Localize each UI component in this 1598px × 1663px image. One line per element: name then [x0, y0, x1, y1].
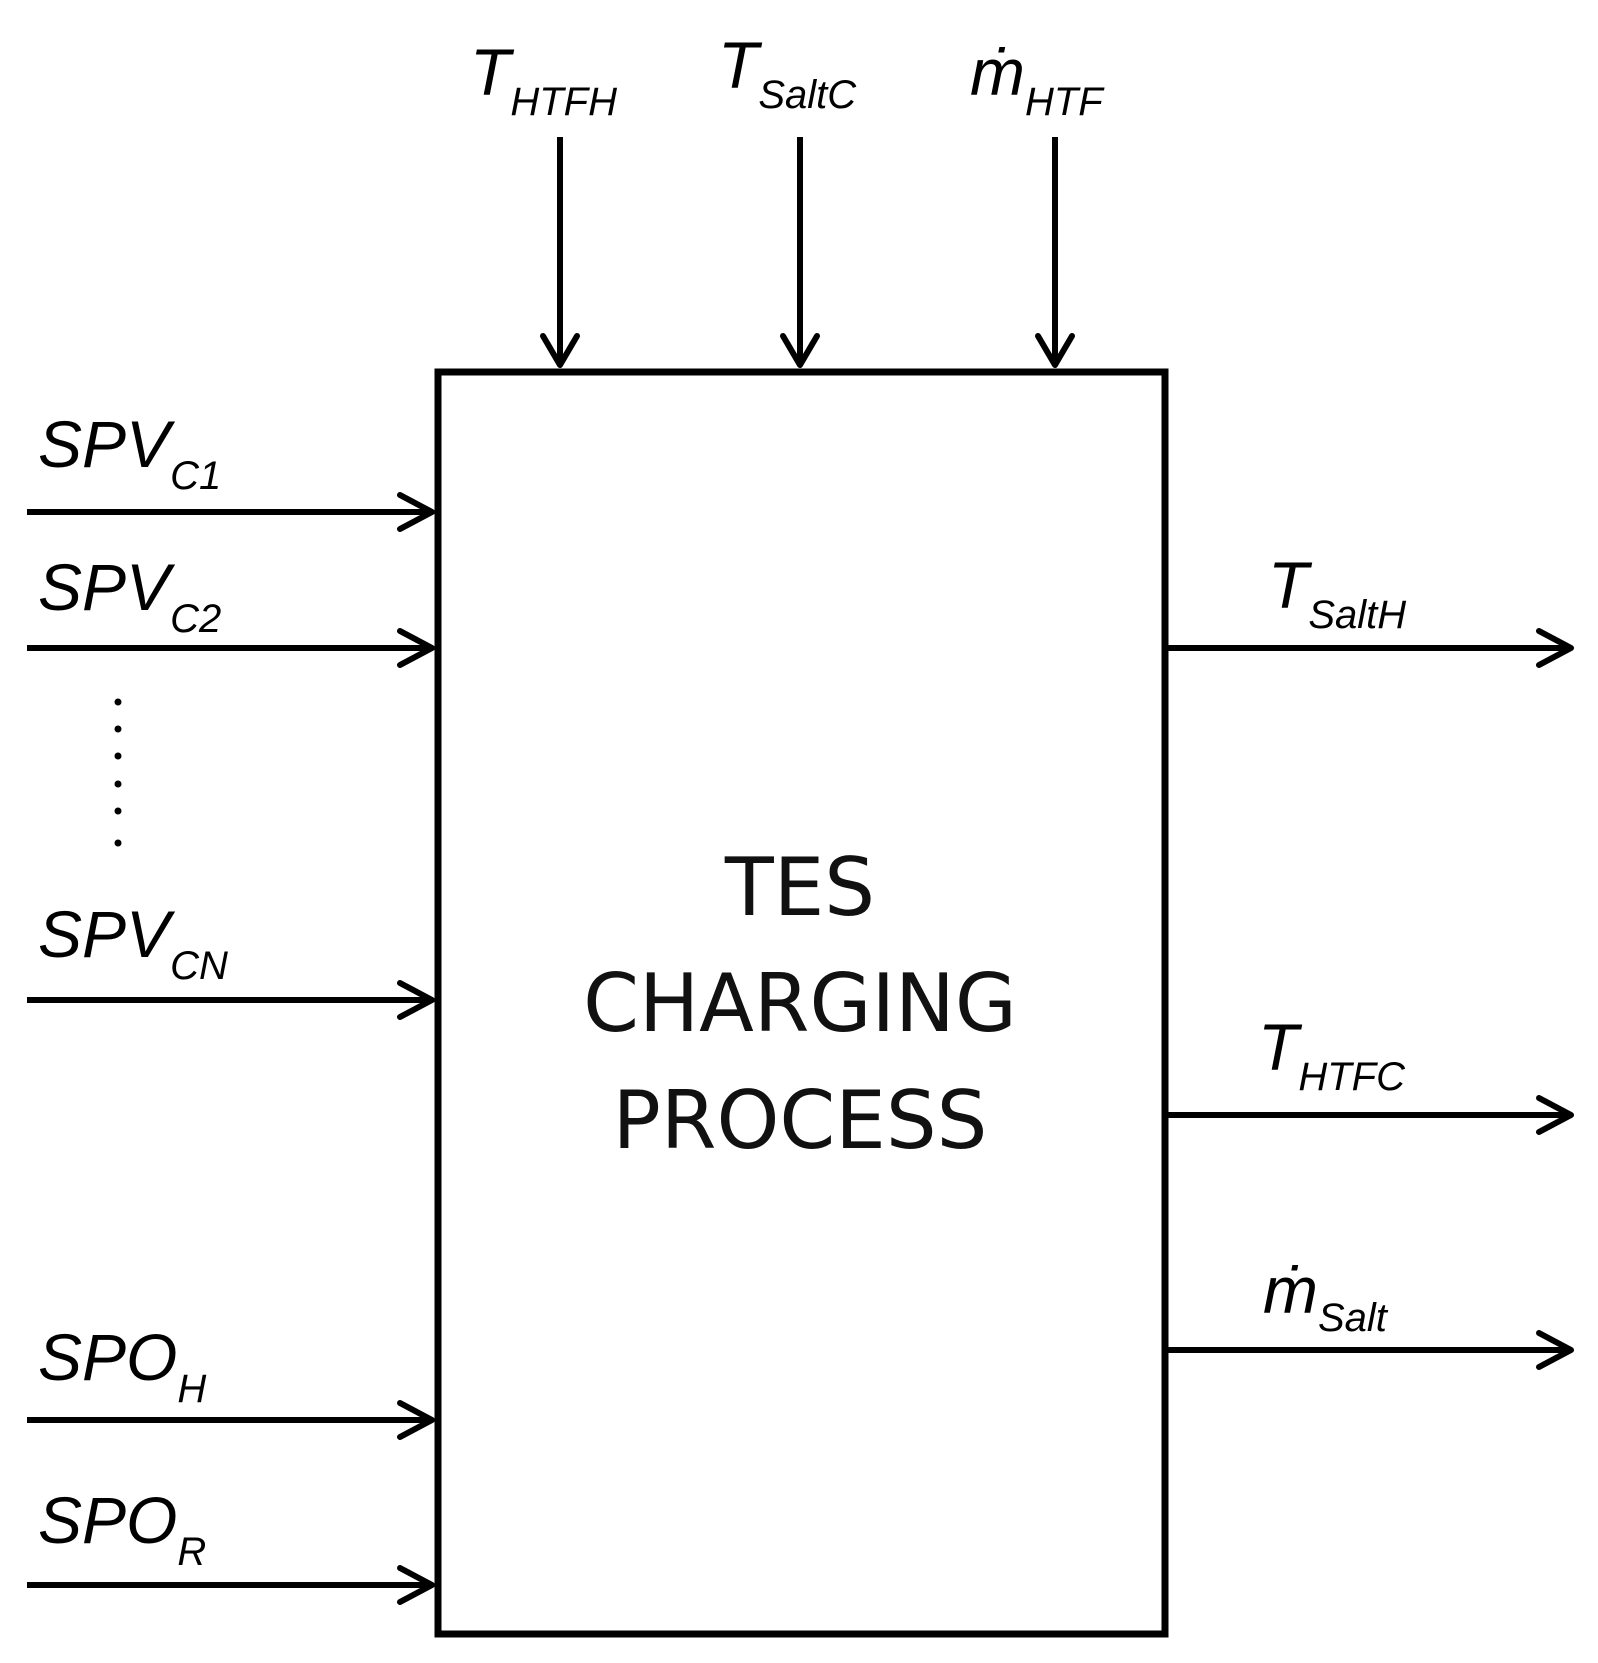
right-output-1: TSaltH [1168, 548, 1574, 668]
svg-text:ṁHTF: ṁHTF [970, 35, 1105, 124]
arrowhead-right-icon [1536, 1330, 1574, 1370]
arrowhead-right-icon [397, 980, 435, 1020]
left-input-3: SPVCN [27, 897, 435, 1020]
left-input-4-subscript: H [177, 1367, 206, 1411]
left-input-1: SPVC1 [27, 407, 435, 532]
top-input-1-symbol: T [470, 35, 515, 109]
top-input-1: THTFH [470, 35, 617, 368]
top-input-1-subscript: HTFH [510, 80, 617, 124]
left-input-2-subscript: C2 [170, 597, 221, 641]
block-line-3: PROCESS [613, 1074, 988, 1167]
top-input-3-symbol: ṁ [970, 35, 1025, 109]
top-input-2-subscript: SaltC [758, 73, 857, 117]
right-output-1-subscript: SaltH [1308, 593, 1406, 637]
top-input-3-subscript: HTF [1025, 80, 1105, 124]
arrowhead-down-icon [540, 333, 580, 368]
right-output-2-symbol: T [1258, 1010, 1303, 1084]
svg-text:SPVC1: SPVC1 [38, 407, 221, 498]
left-input-5: SPOR [27, 1483, 435, 1605]
arrowhead-down-icon [780, 333, 820, 368]
left-input-1-subscript: C1 [170, 454, 221, 498]
arrowhead-right-icon [1536, 628, 1574, 668]
arrowhead-right-icon [397, 1565, 435, 1605]
left-input-2-symbol: SPV [38, 550, 176, 624]
process-block [434, 368, 1169, 1638]
svg-text:SPVC2: SPVC2 [38, 550, 221, 641]
right-output-3-symbol: ṁ [1263, 1253, 1318, 1327]
block-line-2: CHARGING [583, 957, 1017, 1050]
top-input-2: TSaltC [718, 28, 857, 368]
right-output-3: ṁSalt [1168, 1253, 1574, 1370]
block-line-1: TES [724, 841, 875, 934]
left-input-3-subscript: CN [170, 944, 228, 988]
vertical-ellipsis-icon [114, 698, 122, 847]
svg-text:ṁSalt: ṁSalt [1263, 1253, 1389, 1340]
top-input-2-symbol: T [718, 28, 763, 102]
arrowhead-right-icon [397, 628, 435, 668]
top-input-3: ṁHTF [970, 35, 1105, 368]
svg-text:TSaltH: TSaltH [1268, 548, 1406, 637]
left-input-3-symbol: SPV [38, 897, 176, 971]
right-output-3-subscript: Salt [1318, 1296, 1389, 1340]
svg-text:TSaltC: TSaltC [718, 28, 857, 117]
svg-text:SPOH: SPOH [38, 1320, 206, 1411]
left-input-4: SPOH [27, 1320, 435, 1440]
left-input-2: SPVC2 [27, 550, 435, 668]
arrowhead-right-icon [397, 1400, 435, 1440]
svg-text:SPOR: SPOR [38, 1483, 206, 1574]
right-output-1-symbol: T [1268, 548, 1313, 622]
arrowhead-right-icon [1536, 1095, 1574, 1135]
right-output-2-subscript: HTFC [1298, 1055, 1406, 1099]
arrowhead-right-icon [397, 492, 435, 532]
svg-text:SPVCN: SPVCN [38, 897, 228, 988]
arrowhead-down-icon [1035, 333, 1075, 368]
right-output-2: THTFC [1168, 1010, 1574, 1135]
left-input-5-subscript: R [177, 1530, 206, 1574]
left-input-4-symbol: SPO [38, 1320, 177, 1394]
left-input-1-symbol: SPV [38, 407, 176, 481]
svg-text:THTFC: THTFC [1258, 1010, 1406, 1099]
svg-text:THTFH: THTFH [470, 35, 617, 124]
left-input-5-symbol: SPO [38, 1483, 177, 1557]
